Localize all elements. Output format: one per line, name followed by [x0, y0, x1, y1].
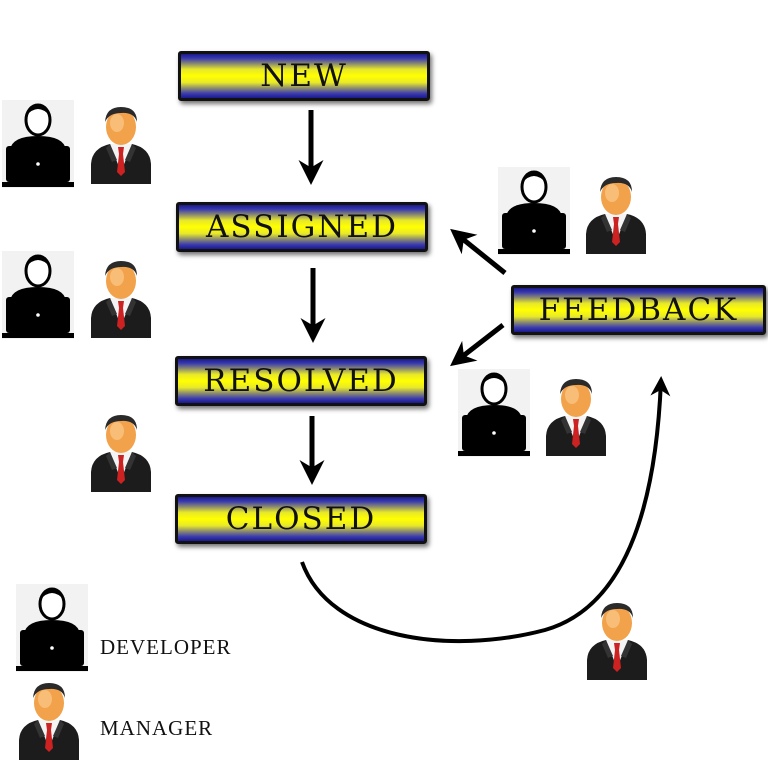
manager-icon: [583, 172, 649, 254]
arrow-closed-to-feedback: [300, 376, 671, 644]
legend-developer-label: DEVELOPER: [100, 635, 232, 659]
manager-icon: [543, 374, 609, 456]
legend-manager-icon: [16, 678, 82, 760]
arrow-feedback-to-assigned: [450, 228, 507, 275]
state-feedback: FEEDBACK: [511, 285, 766, 335]
state-resolved: RESOLVED: [175, 356, 427, 406]
manager-icon: [88, 256, 154, 338]
state-closed: CLOSED: [175, 494, 427, 544]
legend-developer-icon: [16, 584, 88, 672]
developer-icon: [458, 369, 530, 457]
developer-icon: [2, 100, 74, 188]
state-closed-label: CLOSED: [225, 500, 377, 537]
state-new-label: NEW: [260, 57, 348, 94]
state-resolved-label: RESOLVED: [203, 362, 399, 399]
manager-icon: [584, 598, 650, 680]
manager-icon: [88, 410, 154, 492]
state-feedback-label: FEEDBACK: [538, 291, 739, 328]
state-new: NEW: [178, 51, 430, 101]
developer-icon: [498, 167, 570, 255]
legend-manager-label: MANAGER: [100, 716, 214, 740]
developer-icon: [2, 251, 74, 339]
manager-icon: [88, 102, 154, 184]
arrow-feedback-to-resolved: [450, 323, 505, 367]
state-assigned-label: ASSIGNED: [206, 208, 398, 245]
state-assigned: ASSIGNED: [176, 202, 428, 252]
